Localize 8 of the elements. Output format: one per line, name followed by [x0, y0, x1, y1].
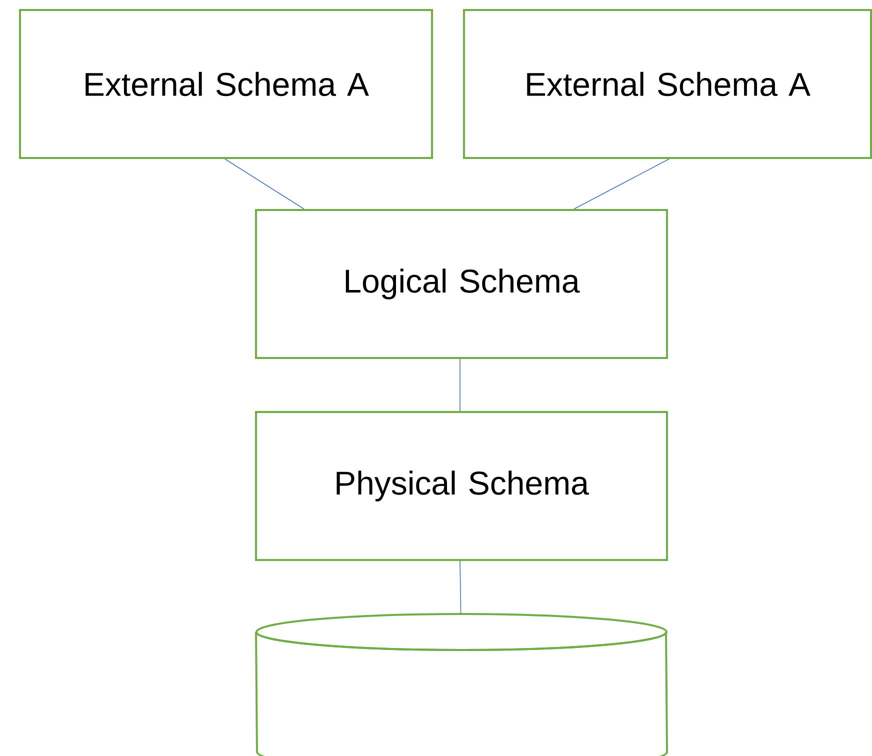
connector-line [574, 158, 670, 210]
schema-box: Physical Schema [255, 411, 668, 561]
connector-line [224, 158, 304, 210]
schema-box: External Schema A [463, 9, 872, 159]
connector-line [460, 560, 462, 614]
schema-box: External Schema A [19, 9, 433, 159]
database-cylinder [255, 613, 668, 756]
schema-box: Logical Schema [255, 209, 668, 359]
